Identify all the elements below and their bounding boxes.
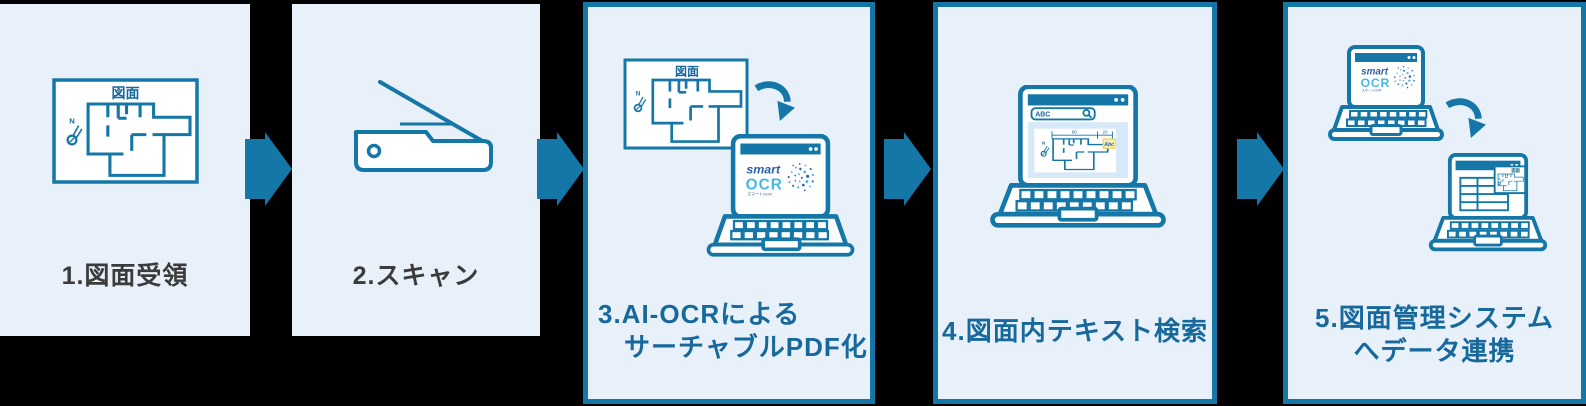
search-laptop-icon: ABC 60 20 Abc	[990, 85, 1166, 228]
step-3-label-line-2: サーチャブルPDF化	[624, 332, 868, 362]
blueprint-drawing-icon: 図面	[52, 78, 199, 184]
step-3-label: 3.AI-OCRによる サーチャブルPDF化	[588, 298, 870, 364]
drawing-title: 図面	[112, 85, 140, 101]
step-1-panel: 図面 1.図面受領	[0, 4, 250, 336]
flow-arrow-2	[537, 132, 584, 206]
mini-drawing-window: 図面	[1493, 165, 1527, 195]
step-4-label: 4.図面内テキスト検索	[938, 315, 1212, 348]
dimension-lines	[1051, 131, 1113, 139]
step-2-label: 2.スキャン	[292, 260, 540, 293]
search-input-value: ABC	[1035, 112, 1050, 119]
keyboard-keys	[1446, 221, 1530, 239]
flow-arrow-1	[245, 132, 292, 206]
dimension-label-2: 20	[1102, 129, 1108, 134]
smartocr-laptop-icon	[706, 134, 855, 257]
flow-arrow-4	[1237, 132, 1284, 206]
curved-arrow-icon	[1444, 95, 1486, 145]
step-5-label: 5.図面管理システム へデータ連携	[1288, 302, 1581, 368]
search-icon[interactable]	[1082, 108, 1093, 119]
dimension-label-1: 60	[1072, 129, 1078, 134]
keyboard-keys	[1015, 188, 1137, 212]
search-highlight-text: Abc	[1103, 142, 1114, 148]
step-2-label-line: 2.スキャン	[352, 262, 480, 290]
curved-arrow-icon	[753, 79, 795, 127]
search-highlight-box	[1102, 138, 1116, 149]
step-4-label-line: 4.図面内テキスト検索	[942, 316, 1208, 346]
data-table	[1459, 176, 1509, 212]
step-5-label-line-2: へデータ連携	[1353, 336, 1516, 366]
keyboard-keys	[730, 219, 830, 241]
step-3-label-line-1: 3.AI-OCRによる	[598, 299, 801, 329]
blueprint-drawing-small-icon: 図面	[623, 58, 749, 150]
step-5-label-line-1: 5.図面管理システム	[1315, 303, 1554, 333]
step-1-label: 1.図面受領	[0, 260, 250, 293]
step-2-panel: 2.スキャン	[292, 4, 540, 336]
management-system-laptop-icon: 図面	[1428, 153, 1548, 252]
flow-arrow-3	[884, 132, 931, 206]
step-1-label-line: 1.図面受領	[61, 262, 189, 290]
step-5-panel: 図面 5.図面管理システム へデータ連携	[1283, 2, 1586, 404]
step-3-panel: 図面 3.AI-OCRによる サーチャブルPDF化	[583, 2, 875, 404]
smartocr-laptop-small-icon	[1328, 45, 1444, 141]
keyboard-keys	[1346, 110, 1428, 127]
step-4-panel: ABC 60 20 Abc 4.図面内テキスト検索	[933, 2, 1217, 404]
drawing-title: 図面	[1511, 167, 1520, 174]
search-input[interactable]	[1030, 107, 1096, 121]
drawing-title: 図面	[675, 65, 699, 79]
scanner-icon	[354, 80, 493, 172]
